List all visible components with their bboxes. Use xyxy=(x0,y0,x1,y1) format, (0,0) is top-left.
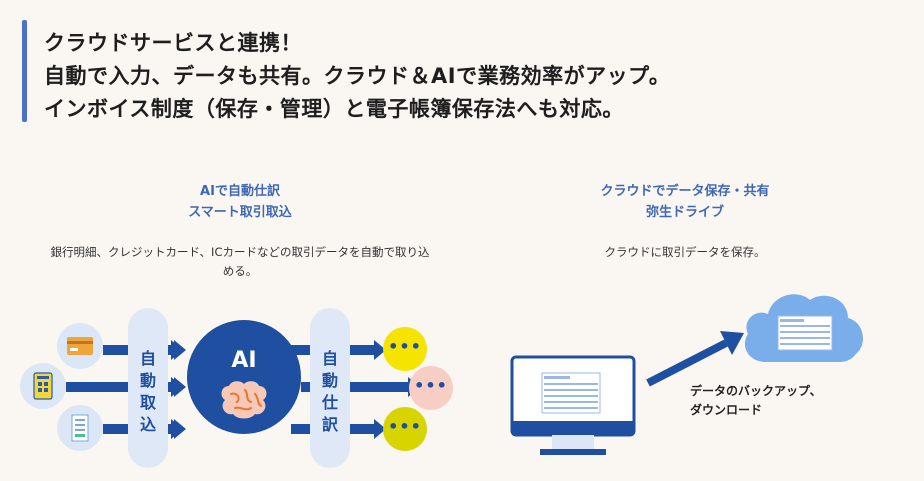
credit-card-icon xyxy=(67,337,93,355)
auto-import-pill xyxy=(128,308,168,468)
pill2-char-2: 動 xyxy=(321,371,338,390)
feature-right-desc: クラウドに取引データを保存。 xyxy=(604,245,766,259)
upload-arrow-icon xyxy=(646,331,744,387)
arrow-pill2-out-3 xyxy=(350,419,386,439)
feature-left-desc-2: める。 xyxy=(222,264,258,278)
pill2-char-1: 自 xyxy=(321,349,338,368)
hero-heading-line-1: クラウドサービスと連携！ xyxy=(44,31,302,55)
pill1-char-4: 込 xyxy=(139,415,156,434)
feature-left-desc-1: 銀行明細、クレジットカード、ICカードなどの取引データを自動で取り込 xyxy=(50,245,430,259)
output-dot-pink-label: ••• xyxy=(414,376,448,395)
monitor-icon xyxy=(510,355,636,455)
cloud-icon xyxy=(744,294,863,362)
output-dot-yellow xyxy=(383,327,427,371)
output-dot-lime-label: ••• xyxy=(388,417,422,436)
feature-right-title-1: クラウドでデータ保存・共有 xyxy=(600,184,770,199)
output-dot-yellow-label: ••• xyxy=(388,337,422,356)
backup-caption-2: ダウンロード xyxy=(690,403,763,417)
auto-journal-pill xyxy=(310,308,350,468)
brain-icon xyxy=(221,381,267,419)
credit-card-circle xyxy=(57,323,103,369)
pill1-char-3: 取 xyxy=(139,393,156,412)
accent-bar xyxy=(22,20,27,122)
pill2-char-3: 仕 xyxy=(321,393,338,412)
receipt-circle xyxy=(57,405,103,451)
feature-right-title-2: 弥生ドライブ xyxy=(645,205,724,220)
ic-card-icon xyxy=(33,372,53,400)
arrow-pill2-out-2 xyxy=(350,377,420,397)
feature-left-title-1: AIで自動仕訳 xyxy=(200,184,280,199)
feature-left-title-2: スマート取引取込 xyxy=(188,205,292,220)
backup-caption-1: データのバックアップ、 xyxy=(690,384,822,398)
hero-heading-line-2: 自動で入力、データも共有。クラウド＆AIで業務効率がアップ。 xyxy=(44,64,671,88)
arrow-pill1-out-3 xyxy=(168,419,186,439)
output-dot-pink xyxy=(409,366,453,410)
hero-heading-line-3: インボイス制度（保存・管理）と電子帳簿保存法へも対応。 xyxy=(44,97,624,121)
arrow-pill2-out-1 xyxy=(350,340,386,360)
ic-card-circle xyxy=(20,363,66,409)
ai-label: AI xyxy=(231,348,257,373)
pill1-char-1: 自 xyxy=(139,349,156,368)
arrow-pill1-out-1 xyxy=(168,340,186,360)
arrow-pill1-out-2 xyxy=(168,377,186,397)
pill1-char-2: 動 xyxy=(139,371,156,390)
output-dot-lime xyxy=(383,407,427,451)
pill2-char-4: 訳 xyxy=(321,415,338,434)
receipt-icon xyxy=(71,414,89,442)
